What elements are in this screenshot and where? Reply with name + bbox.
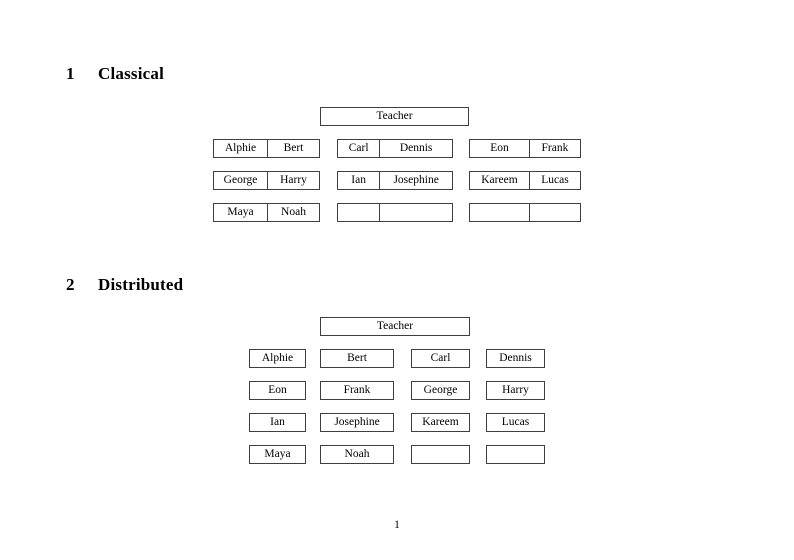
pair-group-row[interactable]: Alphie Bert — [213, 139, 320, 158]
section-number: 2 — [66, 275, 75, 294]
name-box[interactable]: Ian — [249, 413, 306, 432]
name-box[interactable] — [486, 445, 545, 464]
name-box[interactable]: Bert — [320, 349, 394, 368]
name-cell[interactable]: Alphie — [224, 142, 257, 154]
name-cell[interactable]: Bert — [266, 140, 319, 157]
name-box[interactable]: Lucas — [486, 413, 545, 432]
name-box[interactable]: Frank — [320, 381, 394, 400]
name-cell[interactable] — [338, 204, 379, 221]
name-cell[interactable]: Lucas — [528, 172, 580, 189]
section-title: Distributed — [98, 275, 184, 294]
section-heading-distributed: 2 Distributed — [66, 275, 183, 295]
name-cell[interactable]: Maya — [227, 206, 254, 218]
name-cell[interactable]: Dennis — [379, 140, 452, 157]
name-box[interactable]: Eon — [249, 381, 306, 400]
section-heading-classical: 1 Classical — [66, 64, 164, 84]
pair-group-row[interactable]: Eon Frank — [469, 139, 581, 158]
name-cell[interactable]: Frank — [528, 140, 580, 157]
pair-group-row[interactable]: Kareem Lucas — [469, 171, 581, 190]
teacher-box-distributed[interactable]: Teacher — [320, 317, 470, 336]
name-cell[interactable]: Eon — [490, 142, 509, 154]
pair-group-row[interactable]: Maya Noah — [213, 203, 320, 222]
pair-group-row[interactable]: Carl Dennis — [337, 139, 453, 158]
name-cell[interactable]: Harry — [266, 172, 319, 189]
name-box[interactable]: George — [411, 381, 470, 400]
name-box[interactable]: Maya — [249, 445, 306, 464]
name-cell[interactable]: Josephine — [379, 172, 452, 189]
pair-group-row[interactable] — [337, 203, 453, 222]
pair-group-row[interactable]: George Harry — [213, 171, 320, 190]
name-box[interactable]: Dennis — [486, 349, 545, 368]
teacher-box-classical[interactable]: Teacher — [320, 107, 469, 126]
name-box[interactable]: Carl — [411, 349, 470, 368]
name-box[interactable]: Alphie — [249, 349, 306, 368]
name-cell[interactable] — [379, 204, 452, 221]
name-cell[interactable]: Ian — [351, 174, 366, 186]
name-cell[interactable]: Noah — [266, 204, 319, 221]
pair-group-row[interactable] — [469, 203, 581, 222]
name-box[interactable]: Noah — [320, 445, 394, 464]
name-cell[interactable]: George — [223, 174, 258, 186]
name-cell[interactable]: Carl — [348, 142, 369, 154]
section-number: 1 — [66, 64, 75, 83]
name-box[interactable]: Harry — [486, 381, 545, 400]
name-cell[interactable] — [528, 204, 580, 221]
pair-group-row[interactable]: Ian Josephine — [337, 171, 453, 190]
name-box[interactable]: Kareem — [411, 413, 470, 432]
name-cell[interactable] — [470, 204, 529, 221]
name-cell[interactable]: Kareem — [481, 174, 518, 186]
name-box[interactable]: Josephine — [320, 413, 394, 432]
section-title: Classical — [98, 64, 165, 83]
name-box[interactable] — [411, 445, 470, 464]
page-number: 1 — [394, 519, 400, 531]
